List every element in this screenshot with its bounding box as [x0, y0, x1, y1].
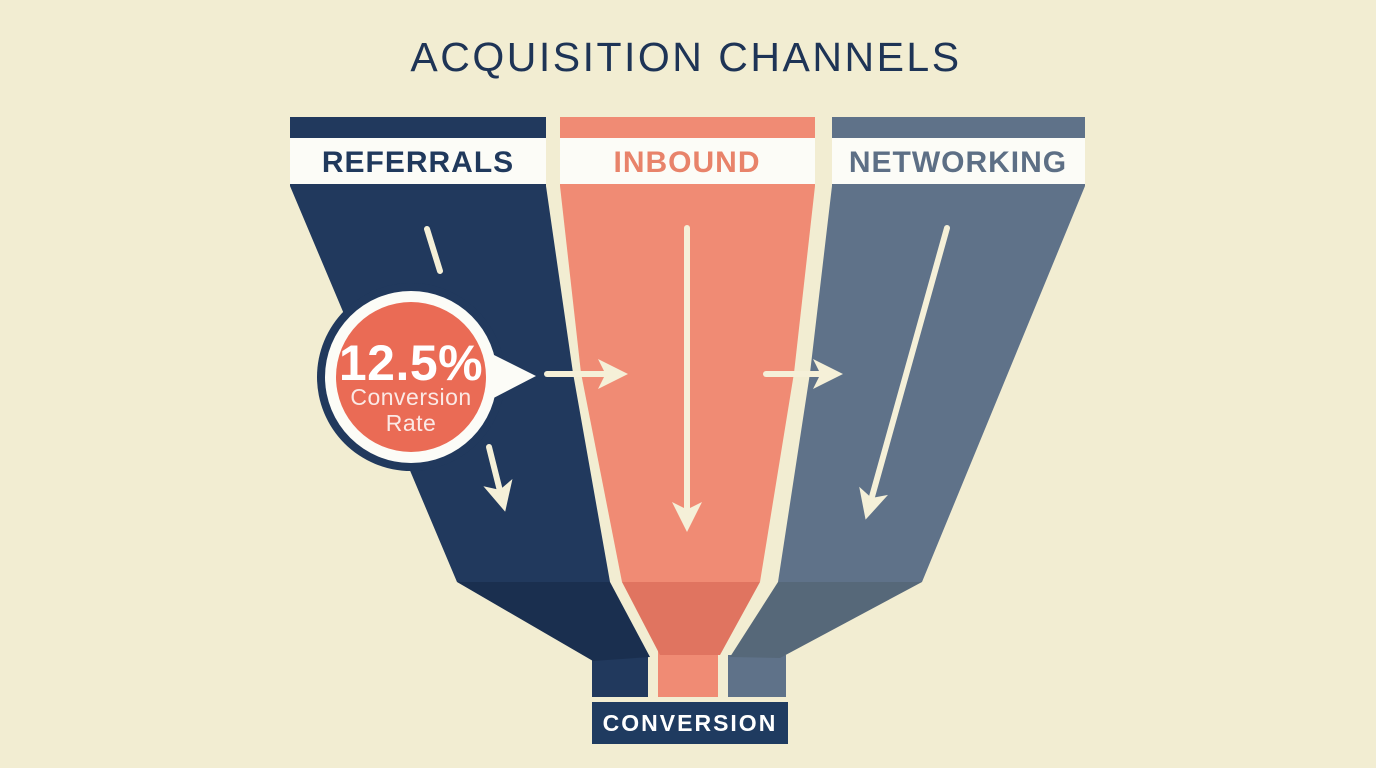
- badge-caption-line1: Conversion: [350, 384, 471, 410]
- referrals-header-band: [290, 138, 546, 184]
- badge-value: 12.5%: [339, 335, 483, 391]
- column-networking: NETWORKING: [728, 117, 1085, 697]
- referrals-tick-line: [424, 226, 443, 274]
- conversion-section: CONVERSION: [592, 702, 788, 744]
- badge-caption-line2: Rate: [386, 410, 437, 436]
- referrals-funnel-shadow: [457, 582, 650, 661]
- inbound-label: INBOUND: [614, 146, 761, 179]
- badge-circle: [336, 302, 486, 452]
- conversion-label: CONVERSION: [603, 710, 778, 736]
- referrals-label: REFERRALS: [322, 146, 514, 179]
- networking-spout: [728, 655, 786, 697]
- flow-arrows: [424, 225, 950, 532]
- networking-funnel-shadow: [730, 582, 922, 658]
- networking-label: NETWORKING: [849, 146, 1067, 179]
- referrals-flow-arrow: [483, 444, 513, 512]
- inbound-spout: [658, 648, 718, 697]
- referrals-spout: [592, 655, 648, 697]
- inbound-funnel-shadow: [622, 582, 760, 655]
- networking-header-band: [832, 138, 1085, 184]
- page-title: ACQUISITION CHANNELS: [410, 34, 961, 80]
- column-referrals: REFERRALS: [290, 117, 650, 697]
- inbound-header-band: [560, 138, 815, 184]
- networking-flow-arrow: [859, 225, 950, 520]
- conversion-badge: 12.5% Conversion Rate: [317, 283, 536, 471]
- conversion-bar: [592, 702, 788, 744]
- networking-funnel-body: [778, 117, 1085, 582]
